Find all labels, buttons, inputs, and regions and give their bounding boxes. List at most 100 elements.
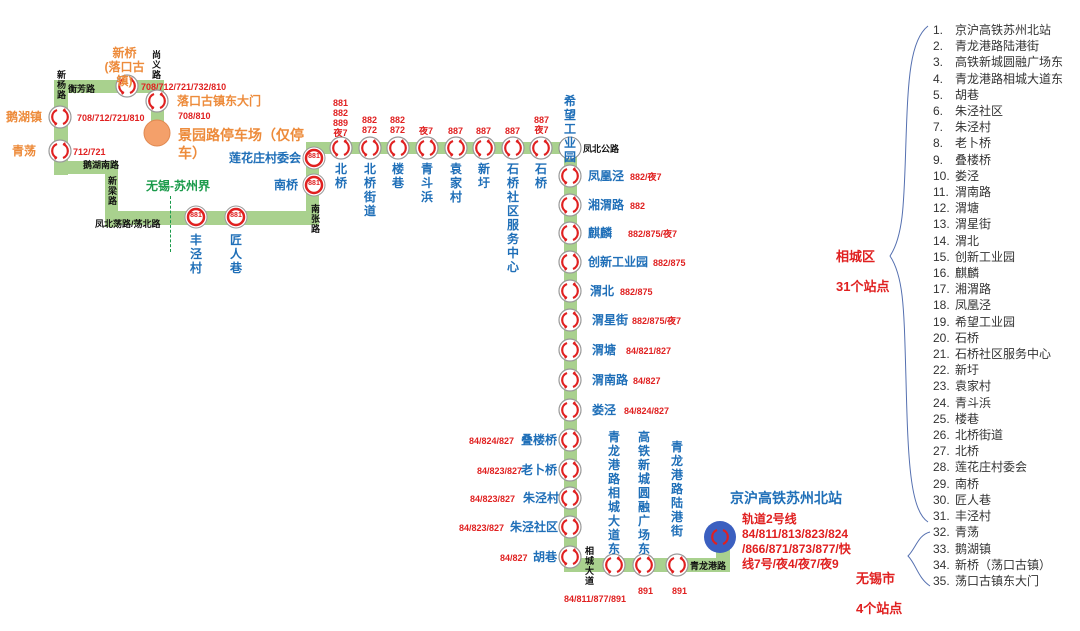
station-dielouqiao[interactable] bbox=[558, 428, 582, 452]
station-list-item: 23.袁家村 bbox=[933, 378, 1063, 394]
list-station-name: 袁家村 bbox=[955, 379, 992, 394]
list-number: 33. bbox=[933, 541, 950, 556]
station-name: 北 桥 bbox=[334, 162, 347, 190]
station-name: 京沪高铁苏州北站 bbox=[730, 490, 842, 506]
station-list-item: 21.石桥社区服务中心 bbox=[933, 346, 1063, 362]
station-nanqiao[interactable]: 881 bbox=[302, 173, 326, 197]
station-list-item: 3.高铁新城圆融广场东 bbox=[933, 54, 1063, 70]
station-zhujingcun[interactable] bbox=[558, 486, 582, 510]
list-number: 30. bbox=[933, 492, 950, 507]
station-qlg-lgj[interactable] bbox=[665, 553, 689, 577]
station-name: 娄泾 bbox=[592, 403, 617, 417]
station-qilin[interactable] bbox=[558, 221, 582, 245]
station-name: 新 圩 bbox=[477, 162, 490, 190]
station-xinxu[interactable] bbox=[472, 136, 496, 160]
station-routes: 887 bbox=[505, 126, 521, 136]
station-weixingjie[interactable] bbox=[558, 308, 582, 332]
station-list-item: 26.北桥街道 bbox=[933, 427, 1063, 443]
station-qingdang[interactable] bbox=[48, 139, 72, 163]
station-ehuzhen[interactable] bbox=[48, 105, 72, 129]
station-suzhou-north[interactable] bbox=[703, 520, 737, 554]
station-weibei[interactable] bbox=[558, 279, 582, 303]
bidirectional-arrows-icon bbox=[386, 136, 410, 160]
station-shiqiao[interactable] bbox=[529, 136, 553, 160]
bidirectional-arrows-icon bbox=[558, 515, 582, 539]
hub-station-icon bbox=[704, 521, 736, 553]
station-yuanjiacun[interactable] bbox=[444, 136, 468, 160]
station-name: 渭星街 bbox=[592, 313, 629, 327]
list-station-name: 青斗浜 bbox=[955, 395, 992, 410]
station-list-item: 33.鹅湖镇 bbox=[933, 541, 1063, 557]
station-huxiang[interactable] bbox=[558, 545, 582, 569]
station-beiqiao[interactable] bbox=[329, 136, 353, 160]
station-weitang[interactable] bbox=[558, 338, 582, 362]
list-number: 6. bbox=[933, 104, 944, 119]
station-xinqiao[interactable] bbox=[115, 74, 139, 98]
station-lianhuazhuang[interactable]: 881 bbox=[302, 146, 326, 170]
station-name: 朱泾村 bbox=[523, 491, 560, 505]
bidirectional-arrows-icon bbox=[558, 338, 582, 362]
bidirectional-arrows-icon bbox=[558, 368, 582, 392]
road-label-fengbei-gl: 凤北公路 bbox=[583, 144, 620, 154]
bidirectional-arrows-icon bbox=[558, 308, 582, 332]
station-parking[interactable] bbox=[143, 119, 171, 147]
station-routes: 882 872 bbox=[390, 115, 406, 135]
station-list-item: 24.青斗浜 bbox=[933, 395, 1063, 411]
station-fenghuangjing[interactable] bbox=[558, 164, 582, 188]
station-routes: 891 bbox=[638, 586, 654, 596]
station-xiangweilu[interactable] bbox=[558, 193, 582, 217]
station-name: 青荡 bbox=[12, 144, 37, 158]
bidirectional-arrows-icon bbox=[444, 136, 468, 160]
station-jiangrenxiang[interactable]: 881 bbox=[224, 205, 248, 229]
station-shiqiao-sq[interactable] bbox=[501, 136, 525, 160]
list-number: 29. bbox=[933, 476, 950, 491]
station-gaotie-yr[interactable] bbox=[632, 553, 656, 577]
list-station-name: 南桥 bbox=[955, 476, 980, 491]
station-routes: 712/721 bbox=[73, 147, 106, 157]
station-name: 景园路停车场（仅停车） bbox=[178, 127, 304, 161]
station-weinanlu[interactable] bbox=[558, 368, 582, 392]
junction-icon bbox=[558, 136, 582, 160]
station-fengjingcun[interactable]: 881 bbox=[184, 205, 208, 229]
station-qlg-xcdd[interactable] bbox=[602, 553, 626, 577]
station-laobuqiao[interactable] bbox=[558, 458, 582, 482]
list-number: 11. bbox=[933, 185, 949, 200]
station-routes: 84/821/827 bbox=[626, 346, 672, 356]
station-loujing[interactable] bbox=[558, 398, 582, 422]
station-qingdoubang[interactable] bbox=[415, 136, 439, 160]
station-name: 南桥 bbox=[274, 178, 299, 192]
station-routes: 夜7 bbox=[419, 126, 434, 136]
station-list-item: 31.丰泾村 bbox=[933, 508, 1063, 524]
list-number: 26. bbox=[933, 428, 950, 443]
station-chuangxin[interactable] bbox=[558, 250, 582, 274]
list-station-name: 渭北 bbox=[955, 233, 980, 248]
bidirectional-arrows-icon bbox=[558, 398, 582, 422]
station-name: 麒麟 bbox=[588, 226, 613, 240]
station-louxiang[interactable] bbox=[386, 136, 410, 160]
station-routes: 84/827 bbox=[500, 553, 528, 563]
station-name: 北 桥 街 道 bbox=[363, 162, 376, 218]
list-station-name: 胡巷 bbox=[955, 87, 980, 102]
list-number: 18. bbox=[933, 298, 950, 313]
list-station-name: 新桥（荡口古镇） bbox=[955, 557, 1052, 572]
list-station-name: 丰泾村 bbox=[955, 509, 992, 524]
station-list-item: 32.青荡 bbox=[933, 524, 1063, 540]
list-station-name: 青荡 bbox=[955, 525, 980, 540]
list-station-name: 凤凰泾 bbox=[955, 298, 992, 313]
list-station-name: 渭星街 bbox=[955, 217, 992, 232]
list-number: 21. bbox=[933, 347, 950, 362]
station-dangkou-east[interactable] bbox=[145, 89, 169, 113]
bidirectional-arrows-icon bbox=[558, 486, 582, 510]
list-number: 16. bbox=[933, 266, 950, 281]
list-station-name: 莲花庄村委会 bbox=[955, 460, 1028, 475]
station-list-item: 27.北桥 bbox=[933, 443, 1063, 459]
list-number: 10. bbox=[933, 168, 950, 183]
bidirectional-arrows-icon bbox=[329, 136, 353, 160]
border-line bbox=[170, 196, 171, 252]
station-zhujing-sq[interactable] bbox=[558, 515, 582, 539]
district-name: 无锡市 bbox=[856, 571, 896, 586]
list-station-name: 匠人巷 bbox=[955, 492, 992, 507]
station-beiqiao-jd[interactable] bbox=[358, 136, 382, 160]
station-xiwang[interactable] bbox=[558, 136, 582, 160]
station-name: 青 龙 港 路 陆 港 街 bbox=[670, 440, 683, 538]
